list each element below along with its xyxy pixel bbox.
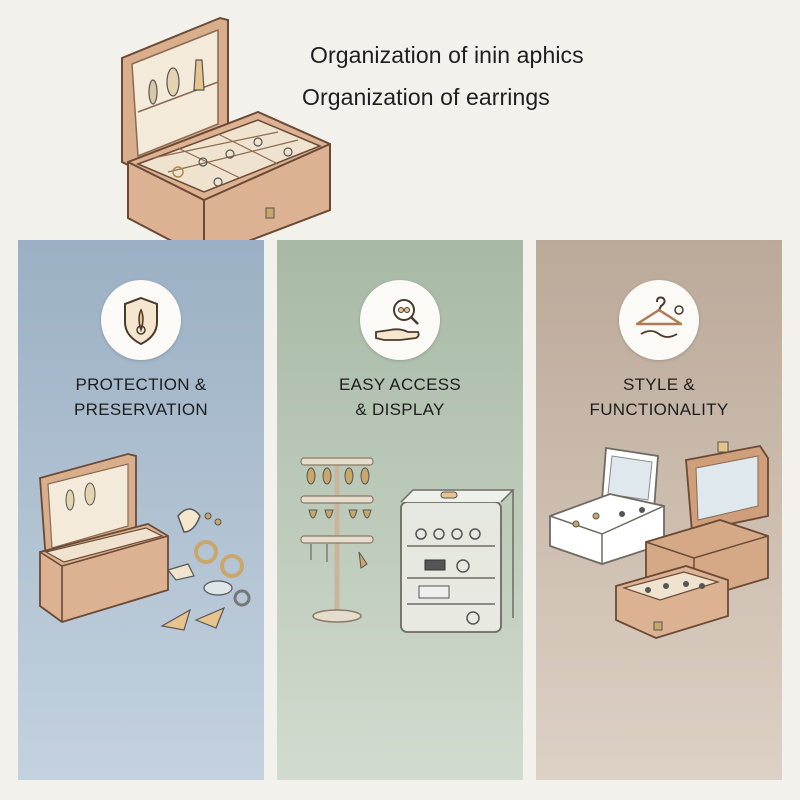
panel-easy-access-display: EASY ACCESS & DISPLAY bbox=[277, 240, 523, 780]
hand-magnifier-earrings-icon bbox=[360, 280, 440, 360]
shield-pendant-icon bbox=[101, 280, 181, 360]
jewelry-box-with-earrings-illustration bbox=[39, 453, 251, 631]
panel-heading: EASY ACCESS & DISPLAY bbox=[338, 375, 462, 419]
earring-stand-and-display-case-illustration bbox=[300, 457, 515, 633]
hanger-icon bbox=[619, 280, 699, 360]
panel-heading: PROTECTION & PRESERVATION bbox=[74, 375, 208, 419]
panel-heading: STYLE & FUNCTIONALITY bbox=[589, 375, 729, 419]
open-jewelry-cases-illustration bbox=[549, 441, 769, 639]
panel-style-functionality: STYLE & FUNCTIONALITY bbox=[536, 240, 782, 780]
panel-protection-preservation: PROTECTION & PRESERVATION bbox=[18, 240, 264, 780]
page-subtitle: Organization of earrings bbox=[302, 84, 550, 110]
page-title: Organization of inin aphics bbox=[310, 42, 584, 68]
jewelry-box-illustration bbox=[121, 16, 331, 260]
